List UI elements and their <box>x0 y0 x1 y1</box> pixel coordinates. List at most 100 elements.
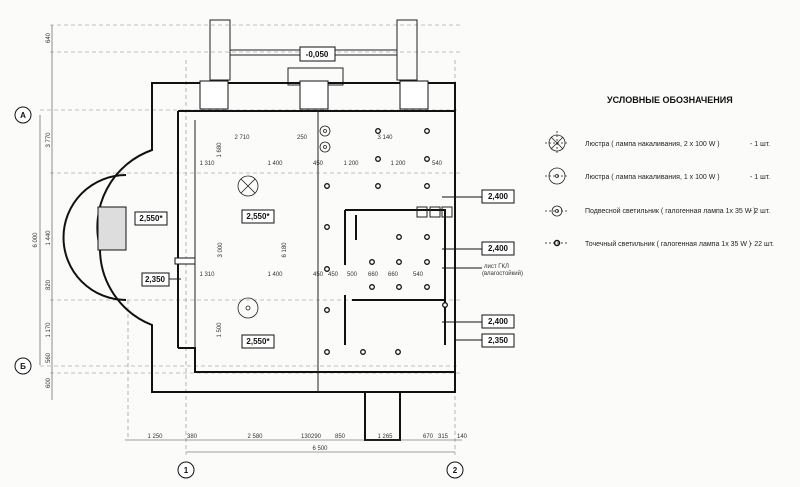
inner-dimension: 3 140 <box>377 135 393 141</box>
bottom-dimension: 380 <box>187 434 198 440</box>
spot-light-icon <box>369 259 375 265</box>
room-level: 2,350 <box>145 275 166 284</box>
inner-dimension: 1 200 <box>343 161 359 167</box>
inner-dimension: 450 <box>313 161 324 167</box>
legend-item-count: - 1 шт. <box>750 141 770 148</box>
room-level: 2,350 <box>488 336 509 345</box>
note-moisture-resistant: (влагостойкий) <box>482 270 523 277</box>
bottom-dimension: 1 250 <box>147 434 163 440</box>
inner-dimension: 1 680 <box>217 142 223 158</box>
inner-dimension: 540 <box>413 272 424 278</box>
spot-light-icon <box>369 284 375 290</box>
level-labels: -0,050 2,550* 2,550* 2,550* 2,350 2,400 … <box>134 46 523 349</box>
spot-light-icon <box>324 224 330 230</box>
room-level: 2,400 <box>488 244 509 253</box>
spot-light-icon <box>395 349 401 355</box>
legend-item-count: - 1 шт. <box>750 174 770 181</box>
left-dimension: 600 <box>46 377 52 388</box>
spot-light-icon <box>424 284 430 290</box>
room-level: 2,550* <box>246 212 270 221</box>
spot-light-icon <box>360 349 366 355</box>
axis-1: 1 <box>184 466 189 475</box>
legend-item-count: - 22 шт. <box>750 241 774 248</box>
pendant-light-icon <box>545 205 569 217</box>
spot-light-icon <box>324 349 330 355</box>
spot-light-icon <box>375 128 381 134</box>
axis-markers: А Б 1 2 <box>14 106 464 479</box>
axis-b: Б <box>20 362 26 371</box>
chandelier-2-lamp-icon <box>237 175 259 197</box>
bottom-dimension: 850 <box>335 434 346 440</box>
inner-dimension: 450 <box>328 272 339 278</box>
legend-title: УСЛОВНЫЕ ОБОЗНАЧЕНИЯ <box>607 95 733 105</box>
inner-dimension: 6 180 <box>282 242 288 258</box>
legend-item-label: Люстра ( лампа накаливания, 1 х 100 W ) <box>585 174 720 181</box>
spot-light-icon <box>424 128 430 134</box>
inner-dimension: 1 400 <box>267 272 283 278</box>
left-dimension: 560 <box>46 352 52 363</box>
inner-dimension: 1 310 <box>199 161 215 167</box>
chandelier-2-lamp-icon <box>545 131 569 155</box>
legend-item-label: Точечный светильник ( галогенная лампа 1… <box>585 240 751 248</box>
spot-light-icon <box>424 259 430 265</box>
spot-light-icon <box>375 183 381 189</box>
total-width: 6 500 <box>312 446 328 452</box>
room-level: 2,550* <box>246 337 270 346</box>
room-level: 2,550* <box>139 214 163 223</box>
spot-light-icon <box>324 266 330 272</box>
spot-light-icon <box>424 156 430 162</box>
spot-light-icon <box>424 183 430 189</box>
spot-light-icon <box>324 307 330 313</box>
note-gkl: лист ГКЛ <box>484 264 509 270</box>
walls <box>62 80 456 441</box>
inner-dimension: 1 400 <box>267 161 283 167</box>
room-level: 2,400 <box>488 317 509 326</box>
legend-item-label: Люстра ( лампа накаливания, 2 х 100 W ) <box>585 141 720 148</box>
spot-light-icon <box>396 234 402 240</box>
spot-light-icon <box>396 284 402 290</box>
bottom-dimension: 290 <box>311 434 322 440</box>
spot-light-icon <box>442 302 448 308</box>
spot-light-icon <box>545 239 569 247</box>
left-dimension: 1 170 <box>46 322 52 338</box>
inner-dimension: 3 000 <box>218 242 224 258</box>
spot-light-icon <box>324 183 330 189</box>
inner-dimension: 540 <box>432 161 443 167</box>
inner-dimension: 1 310 <box>199 272 215 278</box>
top-level-label: -0,050 <box>306 50 329 59</box>
spot-light-icon <box>424 234 430 240</box>
inner-dimension: 1 500 <box>217 322 223 338</box>
bottom-dimension: 140 <box>457 434 468 440</box>
bottom-dimension: 315 <box>438 434 449 440</box>
chandelier-1-lamp-icon <box>545 167 569 185</box>
chandelier-1-lamp-icon <box>237 297 259 319</box>
inner-dimension: 660 <box>388 272 399 278</box>
bottom-dimension: 130 <box>301 434 312 440</box>
inner-dimension: 1 200 <box>390 161 406 167</box>
pendant-light-icon <box>319 141 331 153</box>
bottom-dimension: 2 580 <box>247 434 263 440</box>
left-dimension: 3 770 <box>46 132 52 148</box>
inner-dimension: 660 <box>368 272 379 278</box>
total-height: 6 000 <box>33 232 39 248</box>
left-dimension: 640 <box>46 32 52 43</box>
axis-a: А <box>20 111 26 120</box>
spot-light-icon <box>375 156 381 162</box>
legend-item-count: - 2 шт. <box>750 208 770 215</box>
inner-dimension: 450 <box>313 272 324 278</box>
bottom-dimension: 670 <box>423 434 434 440</box>
spot-light-icon <box>396 259 402 265</box>
light-fixtures <box>237 125 448 355</box>
inner-dimension: 2 710 <box>234 135 250 141</box>
pendant-light-icon <box>319 125 331 137</box>
legend-item-label: Подвесной светильник ( галогенная лампа … <box>585 207 756 215</box>
axis-2: 2 <box>453 466 458 475</box>
bottom-dimension: 1 265 <box>377 434 393 440</box>
left-dimension: 820 <box>46 279 52 290</box>
legend: УСЛОВНЫЕ ОБОЗНАЧЕНИЯ Люстра ( лампа нака… <box>545 95 774 248</box>
inner-dimension: 250 <box>297 135 308 141</box>
inner-dimension: 500 <box>347 272 358 278</box>
